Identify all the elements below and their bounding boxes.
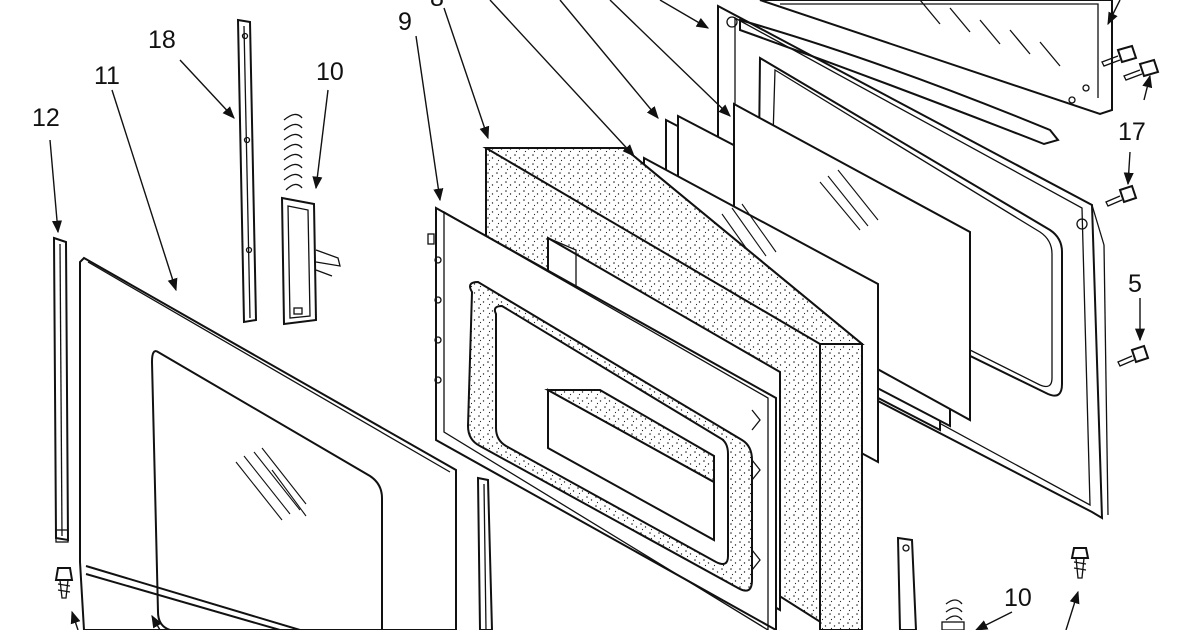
- vent-trim-bar: [739, 0, 1113, 146]
- door-hinge-lower: [941, 599, 965, 630]
- callout-9: 9: [398, 8, 412, 36]
- door-liner-frame: [427, 206, 777, 630]
- callout-10-upper: 10: [316, 58, 344, 86]
- callout-labels: 12 11 18 10 9 8 17 5 10: [32, 0, 1146, 612]
- screw-mid-right: [1105, 184, 1138, 207]
- screw-left: [54, 567, 74, 599]
- screw-bottom-right: [1070, 547, 1090, 579]
- callout-12: 12: [32, 104, 60, 132]
- outer-door-glass-panel: [79, 256, 457, 630]
- screw-right: [1117, 344, 1150, 367]
- callout-11: 11: [94, 62, 120, 90]
- door-side-trim: [236, 18, 258, 324]
- callout-18: 18: [148, 26, 176, 54]
- screws-upper-right: [1101, 44, 1160, 81]
- callout-5: 5: [1128, 270, 1142, 298]
- callout-17: 17: [1118, 118, 1146, 146]
- callout-10-lower: 10: [1004, 584, 1032, 612]
- callout-8: 8: [430, 0, 444, 12]
- leader-arrows: [49, 0, 1153, 630]
- lower-trim: [896, 536, 918, 630]
- door-hinge: [280, 113, 341, 326]
- hinge-channel-left: [52, 236, 70, 543]
- lower-channel: [476, 476, 494, 630]
